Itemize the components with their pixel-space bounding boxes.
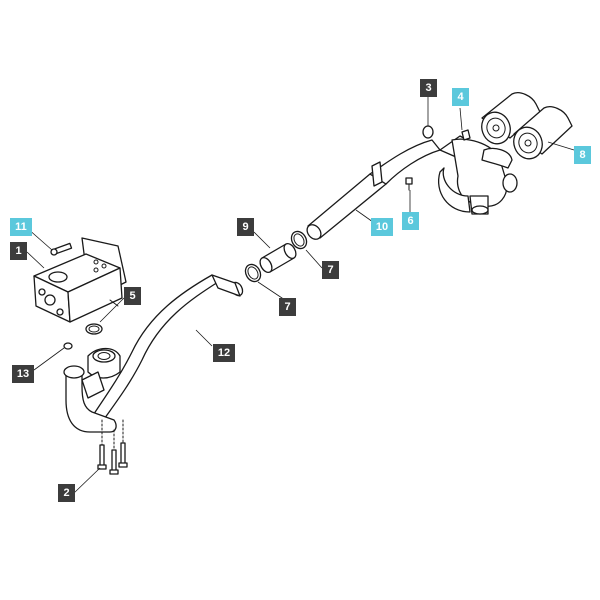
callout-box bbox=[574, 146, 591, 164]
callout-box bbox=[124, 287, 141, 305]
callout-box bbox=[10, 242, 27, 260]
callout-1: 1 bbox=[10, 242, 27, 260]
callout-box bbox=[322, 261, 339, 279]
callout-10: 10 bbox=[371, 218, 393, 236]
callout-label: 1 bbox=[15, 245, 21, 257]
filter-head-4 bbox=[438, 129, 518, 215]
hose-9 bbox=[259, 242, 297, 274]
callout-box bbox=[237, 218, 254, 236]
callout-label: 13 bbox=[17, 368, 29, 380]
callout-box bbox=[402, 212, 419, 230]
filter-element-8-left bbox=[481, 92, 541, 145]
o-ring-5 bbox=[85, 323, 103, 335]
callout-11: 11 bbox=[10, 218, 32, 236]
callout-box bbox=[420, 79, 437, 97]
callout-label: 2 bbox=[63, 487, 69, 499]
callout-box bbox=[12, 365, 34, 383]
hose-clamp-7-upper bbox=[290, 230, 308, 250]
o-ring-3 bbox=[422, 125, 434, 139]
o-ring-13 bbox=[63, 342, 73, 350]
callout-box bbox=[58, 484, 75, 502]
callout-box bbox=[371, 218, 393, 236]
callout-box bbox=[213, 344, 235, 362]
hose-clamp-7-lower bbox=[244, 263, 262, 283]
callout-9: 9 bbox=[237, 218, 254, 236]
callout-6: 6 bbox=[402, 212, 419, 230]
suction-pipe-12 bbox=[63, 274, 244, 433]
callout-3: 3 bbox=[420, 79, 437, 97]
filter-element-8-right bbox=[513, 106, 573, 160]
callout-label: 3 bbox=[425, 82, 431, 94]
callout-4: 4 bbox=[452, 88, 469, 106]
callout-7-lower: 7 bbox=[279, 298, 296, 316]
callout-2: 2 bbox=[58, 484, 75, 502]
callout-label: 11 bbox=[15, 221, 27, 233]
callout-label: 12 bbox=[218, 347, 230, 359]
bolts-2 bbox=[97, 442, 128, 475]
callout-label: 5 bbox=[129, 290, 135, 302]
callout-label: 7 bbox=[327, 264, 333, 276]
callout-label: 6 bbox=[407, 215, 413, 227]
hydraulic-pump bbox=[33, 237, 127, 323]
callout-8: 8 bbox=[574, 146, 591, 164]
callout-box bbox=[279, 298, 296, 316]
callout-box bbox=[10, 218, 32, 236]
bolt-11 bbox=[50, 242, 73, 256]
tube-10 bbox=[306, 139, 441, 240]
callout-label: 4 bbox=[457, 91, 464, 103]
callout-box bbox=[452, 88, 469, 106]
callout-12: 12 bbox=[213, 344, 235, 362]
leader-lines bbox=[26, 96, 575, 494]
callout-label: 9 bbox=[242, 221, 248, 233]
callout-5: 5 bbox=[124, 287, 141, 305]
callout-label: 10 bbox=[376, 221, 388, 233]
callout-7-upper: 7 bbox=[322, 261, 339, 279]
callout-label: 7 bbox=[284, 301, 290, 313]
screw-6 bbox=[405, 177, 413, 191]
callout-label: 8 bbox=[579, 149, 585, 161]
callout-13: 13 bbox=[12, 365, 34, 383]
